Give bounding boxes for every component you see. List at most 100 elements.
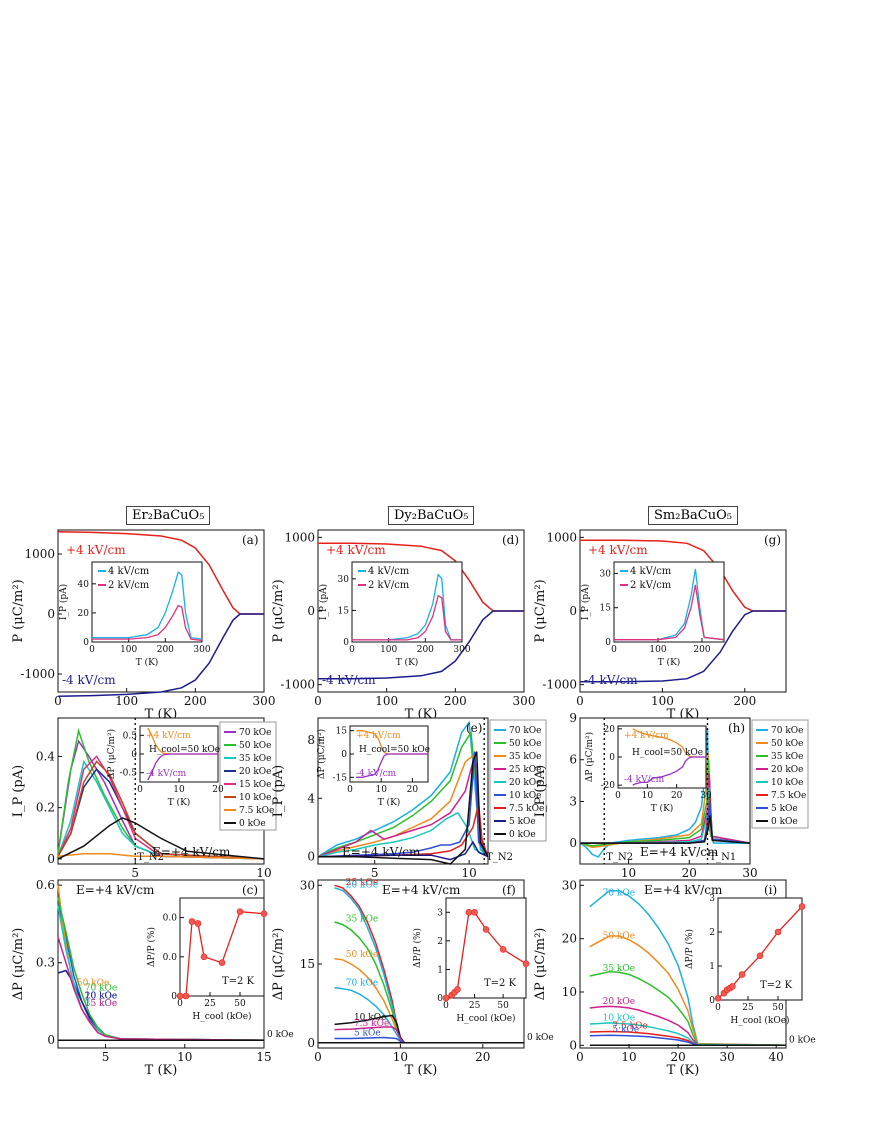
x-tick-label: 100: [651, 694, 674, 708]
y-tick-label: 0.0: [163, 914, 178, 924]
legend-entry: 10 kOe: [771, 778, 803, 788]
panel-label: (f): [502, 883, 516, 897]
y-tick-label: 0: [569, 836, 577, 850]
inset-frame-undefined: [445, 897, 527, 999]
series-group-g: [580, 539, 786, 683]
y-tick-label: 1000: [24, 547, 55, 561]
series-group-undefined: [147, 727, 218, 781]
data-point: [194, 920, 202, 927]
legend-entry: 0 kOe: [239, 819, 266, 829]
y-tick-label: 0: [307, 604, 315, 618]
field-annotation: E=+4 kV/cm: [382, 883, 461, 897]
y-axis-label: ΔP/P (%): [146, 927, 157, 967]
x-tick-label: 0: [443, 1001, 449, 1011]
data-point: [182, 992, 190, 1000]
series-line: [57, 613, 264, 697]
curve-label: 15 kOe: [85, 999, 117, 1009]
data-point: [471, 908, 478, 916]
data-point: [774, 928, 782, 936]
x-tick-label: 0: [314, 694, 322, 708]
legend-entry: 5 kOe: [771, 804, 798, 814]
series-line: [92, 571, 203, 640]
y-axis-label: ΔP (μC/m²): [584, 732, 595, 782]
legend-entry: 25 kOe: [509, 765, 541, 775]
inset-annotation: +4 kV/cm: [624, 731, 669, 741]
curve-label: 0 kOe: [527, 1033, 554, 1043]
series-line: [57, 936, 265, 1041]
series-group-h: [579, 729, 751, 858]
series-line: [580, 539, 786, 612]
field-annotation: E=+4 kV/cm: [644, 883, 723, 897]
inset-frame-undefined: [613, 561, 725, 643]
data-point: [176, 992, 184, 1000]
series-line: [632, 756, 706, 786]
y-tick-label: 15: [300, 957, 315, 971]
y-axis-label: ΔP/P (%): [684, 929, 695, 969]
y-tick-label: 0.3: [36, 956, 55, 970]
inset-legend-entry: 4 kV/cm: [630, 566, 672, 577]
data-point: [729, 983, 736, 990]
x-tick-label: 40: [769, 1050, 784, 1064]
y-tick-label: 0: [171, 992, 177, 1002]
curve-label: 7.5 kOe: [612, 1021, 647, 1031]
series-line: [92, 604, 203, 642]
series-line: [180, 911, 265, 997]
x-tick-label: 100: [649, 645, 666, 655]
x-axis-label: T (K): [378, 797, 401, 808]
series-line: [589, 889, 787, 1047]
data-point: [522, 960, 530, 968]
series-group-undefined: [176, 908, 268, 1000]
inset-frame-undefined: [179, 897, 265, 997]
y-tick-label: 1000: [546, 530, 577, 544]
legend-frame: [219, 721, 277, 831]
y-axis-label: I_P (pA): [11, 765, 26, 817]
x-tick-label: 100: [120, 645, 137, 655]
series-group-i: [589, 889, 787, 1047]
series-line: [57, 531, 264, 615]
x-tick-label: 5: [102, 1050, 110, 1064]
curve-label: 5 kOe: [354, 1029, 381, 1039]
curve-label: 70 kOe: [346, 979, 378, 989]
y-axis-label: ΔP (μC/m²): [316, 729, 327, 779]
series-line: [317, 720, 489, 858]
x-tick-label: 0: [615, 791, 621, 801]
x-axis-label: T (K): [145, 1063, 178, 1078]
inset-annotation: +4 kV/cm: [146, 731, 191, 741]
field-annotation: E=+4 kV/cm: [640, 845, 719, 859]
y-tick-label: 10: [562, 985, 577, 999]
x-axis-label: H_cool (kOe): [456, 1013, 515, 1024]
y-tick-label: 0: [341, 750, 347, 760]
legend-entry: 50 kOe: [771, 739, 803, 749]
x-tick-label: 100: [380, 645, 397, 655]
x-tick-label: 15: [256, 1050, 271, 1064]
y-tick-label: 0: [47, 1033, 55, 1047]
y-tick-label: 0: [709, 996, 715, 1006]
x-tick-label: 20: [682, 866, 697, 880]
transition-label: T_N1: [710, 852, 737, 863]
x-tick-label: 10: [173, 785, 185, 795]
legend-entry: 10 kOe: [239, 793, 271, 803]
series-line: [318, 751, 489, 865]
panel-label: (a): [242, 533, 259, 547]
curve-label: 50 kOe: [77, 979, 109, 989]
x-tick-label: 50: [772, 1003, 784, 1013]
y-tick-label: 9: [569, 711, 577, 725]
y-tick-label: 1: [437, 965, 443, 975]
y-tick-label: -1000: [20, 667, 55, 681]
x-tick-label: 0: [137, 785, 143, 795]
y-axis-label: ΔP (μC/m²): [533, 928, 548, 1001]
x-tick-label: 20: [671, 791, 683, 801]
x-tick-label: 10: [642, 791, 654, 801]
x-tick-label: 200: [184, 694, 207, 708]
x-tick-label: 20: [670, 1050, 685, 1064]
series-group-undefined: [442, 908, 530, 1002]
series-group-undefined: [714, 903, 806, 1002]
curve-label: 50 kOe: [603, 931, 635, 941]
series-line: [317, 840, 489, 861]
x-tick-label: 300: [253, 694, 276, 708]
transition-label: T_N2: [606, 852, 633, 863]
y-axis-label: ΔP/P (%): [412, 928, 423, 968]
series-line: [57, 853, 265, 860]
series-line: [317, 811, 489, 858]
